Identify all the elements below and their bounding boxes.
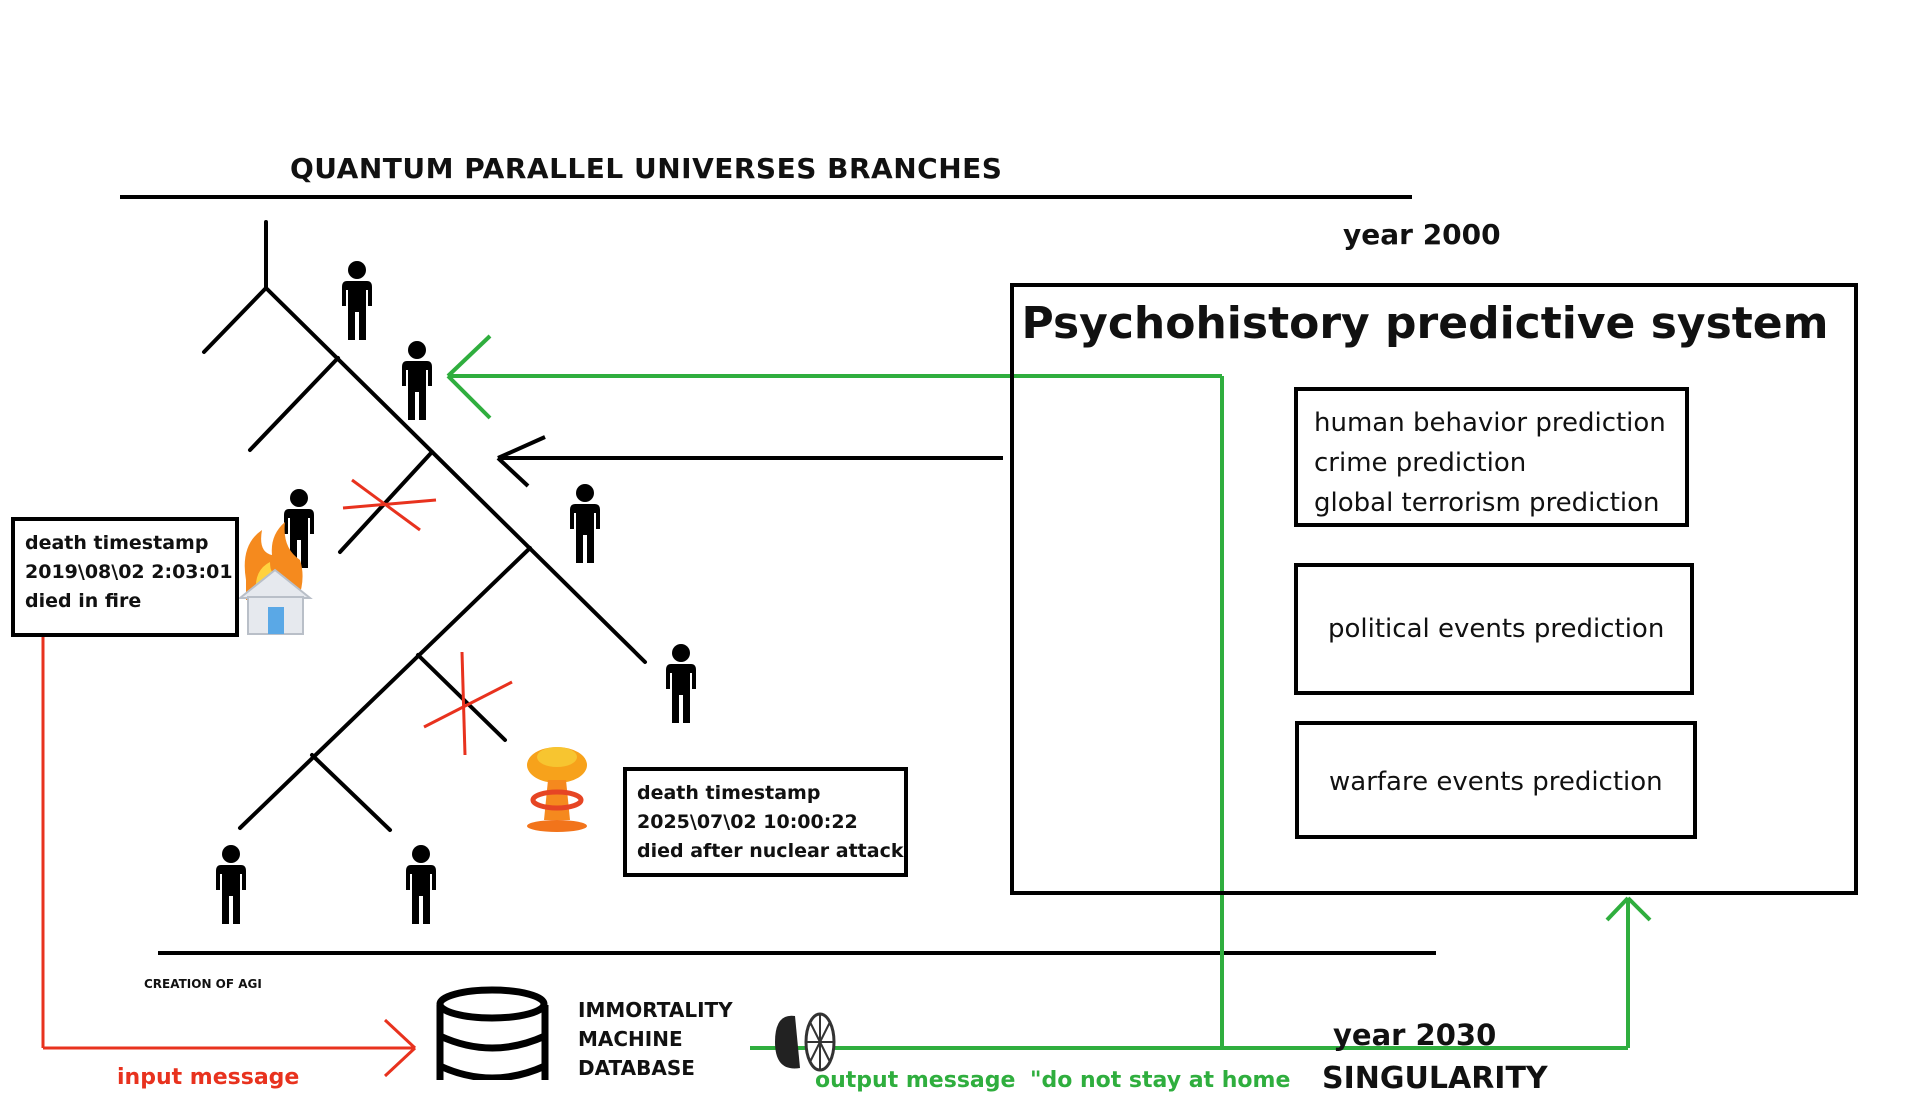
database-line: DATABASE	[578, 1056, 695, 1080]
singularity-label: SINGULARITY	[1322, 1061, 1548, 1096]
psychohistory-system-box	[1010, 283, 1858, 895]
death-fire-line: died in fire	[25, 590, 142, 612]
database-line: MACHINE	[578, 1027, 683, 1051]
death-nuclear-line: 2025\07\02 10:00:22	[637, 811, 858, 833]
nuclear-explosion-icon	[527, 747, 587, 832]
death-fire-box: death timestamp 2019\08\02 2:03:01 died …	[11, 517, 239, 637]
political-prediction-box: political events prediction	[1294, 563, 1694, 695]
universe-tree	[202, 220, 647, 832]
death-fire-line: death timestamp	[25, 532, 209, 554]
political-prediction-label: political events prediction	[1328, 614, 1665, 644]
green-arrow	[446, 334, 1652, 1050]
person-icon	[216, 845, 246, 924]
person-icon	[570, 484, 600, 563]
warfare-prediction-box: warfare events prediction	[1295, 721, 1697, 839]
output-message-label: output message	[815, 1068, 1016, 1093]
death-nuclear-line: death timestamp	[637, 782, 821, 804]
red-arrow	[41, 636, 417, 1078]
database-line: IMMORTALITY	[578, 998, 733, 1022]
input-message-label: input message	[117, 1065, 300, 1090]
year-start-label: year 2000	[1343, 218, 1501, 251]
prediction-line: global terrorism prediction	[1314, 488, 1660, 518]
radio-telescope-icon	[775, 1012, 836, 1072]
person-icon	[342, 261, 372, 340]
person-icon	[666, 644, 696, 723]
red-cross-2	[423, 651, 513, 756]
person-icon	[402, 341, 432, 420]
black-arrow	[496, 435, 1003, 488]
red-cross-1	[342, 478, 437, 532]
burning-house-icon	[237, 522, 313, 635]
agi-label: CREATION OF AGI	[144, 977, 262, 991]
quote-label: "do not stay at home	[1030, 1068, 1291, 1093]
system-title: Psychohistory predictive system	[1021, 298, 1829, 349]
warfare-prediction-label: warfare events prediction	[1329, 767, 1663, 797]
database-icon	[436, 986, 549, 1080]
diagram-title: QUANTUM PARALLEL UNIVERSES BRANCHES	[290, 152, 1003, 185]
death-nuclear-box: death timestamp 2025\07\02 10:00:22 died…	[623, 767, 908, 877]
person-icon	[406, 845, 436, 924]
database-label: IMMORTALITY MACHINE DATABASE	[578, 996, 733, 1083]
prediction-line: human behavior prediction	[1314, 408, 1666, 438]
death-fire-line: 2019\08\02 2:03:01	[25, 561, 233, 583]
year-end-label: year 2030	[1333, 1018, 1497, 1052]
death-nuclear-line: died after nuclear attack	[637, 840, 904, 862]
prediction-line: crime prediction	[1314, 448, 1527, 478]
behavior-prediction-box: human behavior prediction crime predicti…	[1294, 387, 1689, 527]
